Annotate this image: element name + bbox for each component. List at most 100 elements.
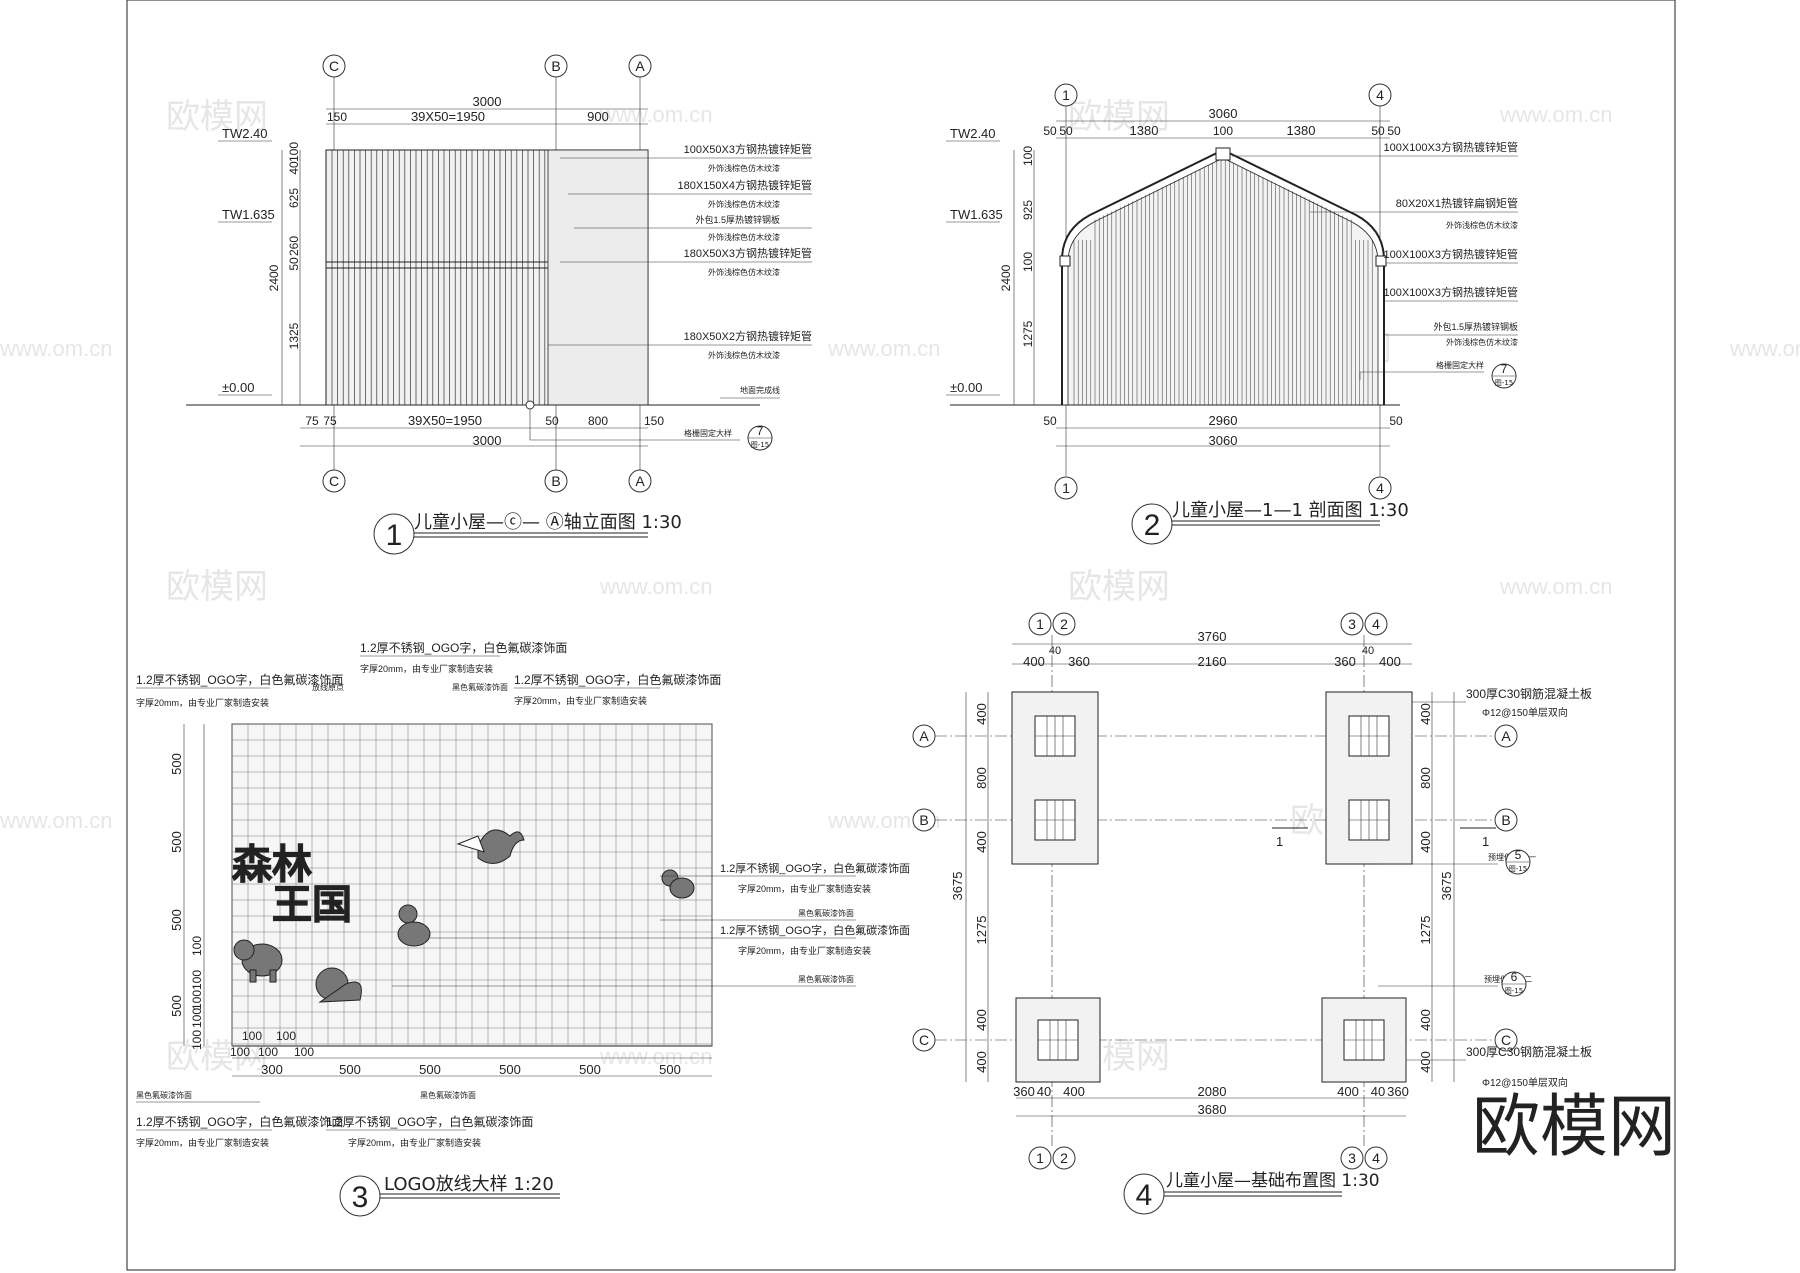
left-dims: 100 40 625 260 50 1325 2400 (267, 142, 301, 350)
dim-text: 100 (190, 990, 204, 1010)
watermark-url: www.om.cn (827, 336, 940, 361)
dim-text: 39X50=1950 (408, 413, 482, 428)
label-main: 1.2厚不锈钢_OGO字，白色氟碳漆饰面 (136, 1114, 343, 1129)
svg-text:3: 3 (352, 1181, 369, 1214)
left-dims-2: 100 925 100 1275 2400 (999, 146, 1035, 348)
callout-main: 100X100X3方钢热镀锌矩管 (1384, 285, 1519, 299)
detail-ref-6: 6 图-15 (1501, 970, 1527, 997)
level-tw240: TW2.40 (950, 126, 996, 141)
dim-text: 800 (974, 767, 989, 789)
axis-1-bottom: 1 (1054, 476, 1078, 500)
dim-text: 100 (287, 142, 301, 162)
dim-text: 50 (1387, 124, 1401, 138)
dim-text: 1325 (287, 322, 301, 349)
label-sub: 字厚20mm，由专业厂家制造安装 (348, 1137, 481, 1148)
axis-1-top: 1 (1054, 83, 1078, 107)
axis-4-bottom: 4 (1368, 476, 1392, 500)
dim-text: 40 (1049, 645, 1061, 657)
dim-text: 1380 (1287, 123, 1316, 138)
callout-main: 180X50X2方钢热镀锌矩管 (684, 329, 812, 343)
drawing-title: 儿童小屋—ⓒ— Ⓐ轴立面图 1:30 (414, 512, 682, 533)
svg-text:1: 1 (1062, 480, 1070, 496)
dim-text: 75 (305, 414, 319, 428)
dim-overall-bottom: 3000 (473, 433, 502, 448)
level-tw1635: TW1.635 (950, 207, 1003, 222)
dim-text: 100 (190, 1008, 204, 1028)
watermark-url: www.om.cn (0, 808, 112, 833)
dim-text: 500 (169, 753, 184, 775)
svg-text:A: A (919, 728, 929, 744)
note-slab: 300厚C30钢筋混凝土板 (1466, 1044, 1592, 1059)
dim-text: 50 (1389, 414, 1403, 428)
watermark-url: www.om.cn (599, 574, 712, 599)
callout-main: 80X20X1热镀锌扁钢矩管 (1396, 196, 1518, 210)
detail-note: 格栅固定大样 (684, 428, 732, 438)
dim-text: 925 (1021, 200, 1035, 220)
axis-c-bottom: C (322, 469, 346, 493)
watermark-url: www.om.cn (0, 336, 112, 361)
dim-text: 100 (190, 1030, 204, 1050)
dim-text: 800 (588, 414, 608, 428)
axis-c-top: C (322, 54, 346, 78)
dim-text: 400 (1379, 654, 1401, 669)
dim-text: 50 (545, 414, 559, 428)
dim-text: 800 (1418, 767, 1433, 789)
left-dims-4: 400 800 400 1275 400 400 3675 (950, 703, 989, 1073)
detail-ref-5: 5 图-15 (1505, 848, 1531, 875)
svg-text:C: C (919, 1032, 929, 1048)
watermark-url: www.om.cn (599, 1044, 712, 1069)
svg-text:A: A (1501, 728, 1511, 744)
watermark-url: www.om.cn (1499, 102, 1612, 127)
svg-text:2: 2 (1060, 1150, 1068, 1166)
dim-text: 400 (1063, 1084, 1085, 1099)
svg-text:5: 5 (1515, 848, 1522, 862)
dim-text: 400 (1023, 654, 1045, 669)
dim-text: 360 (1334, 654, 1356, 669)
label-black: 黑色氟碳漆饰面 (798, 908, 854, 918)
detail-note: 格栅固定大样 (1436, 360, 1484, 370)
dim-text: 50 (1371, 124, 1385, 138)
chick-icon (661, 869, 695, 899)
axis-b-bottom: B (544, 469, 568, 493)
dim-text: 39X50=1950 (411, 109, 485, 124)
dim-overall-bottom: 3060 (1209, 433, 1238, 448)
dim-text: 1275 (974, 916, 989, 945)
callout-sub: 外饰浅棕色仿木纹漆 (708, 267, 780, 277)
watermark: 欧模网 (1068, 567, 1170, 607)
dim-text: 150 (644, 414, 664, 428)
watermark: 欧模网 (166, 97, 268, 137)
axes-top-4: 1 2 3 4 1 2 3 4 (1028, 612, 1388, 1170)
dim-text: 500 (339, 1062, 361, 1077)
dim-text: 3675 (1439, 872, 1454, 901)
svg-text:B: B (551, 58, 560, 74)
svg-text:7: 7 (757, 424, 764, 438)
dim-text: 500 (169, 995, 184, 1017)
callout-main: 外包1.5厚热镀锌钢板 (695, 214, 780, 225)
svg-text:C: C (1501, 1032, 1511, 1048)
svg-text:1: 1 (386, 519, 403, 552)
svg-text:C: C (329, 58, 339, 74)
dim-text: 3675 (950, 872, 965, 901)
bottom-dims-2: 50 2960 50 3060 (1043, 413, 1403, 448)
watermark-url: www.om.cn (1499, 574, 1612, 599)
callout-main: 100X100X3方钢热镀锌矩管 (1384, 247, 1519, 261)
snail-icon (315, 967, 362, 1003)
callout-sub: 外饰浅棕色仿木纹漆 (708, 163, 780, 173)
label-black: 黑色氟碳漆饰面 (136, 1090, 192, 1100)
bottom-dims-4: 360 40 400 2080 400 40 360 3680 (1013, 1084, 1409, 1117)
dim-text: 1275 (1418, 916, 1433, 945)
dim-text: 100 (1021, 146, 1035, 166)
svg-text:B: B (1501, 812, 1510, 828)
dim-text: 900 (587, 109, 609, 124)
label-black: 黑色氟碳漆饰面 (452, 682, 508, 692)
layout-grid (231, 723, 713, 1046)
axis-a-bottom: A (628, 469, 652, 493)
dim-text: 100 (242, 1029, 262, 1043)
svg-text:1: 1 (1036, 616, 1044, 632)
dim-text: 360 (1068, 654, 1090, 669)
callout-main: 100X100X3方钢热镀锌矩管 (1384, 140, 1519, 154)
label-black: 黑色氟碳漆饰面 (420, 1090, 476, 1100)
drawing-3-logo-grid: 森林 王国 500 500 500 100 100 100 100 (136, 640, 910, 1217)
right-dims-4: 400 800 400 1275 400 400 3675 (1418, 703, 1454, 1073)
dim-text: 360 (1013, 1084, 1035, 1099)
